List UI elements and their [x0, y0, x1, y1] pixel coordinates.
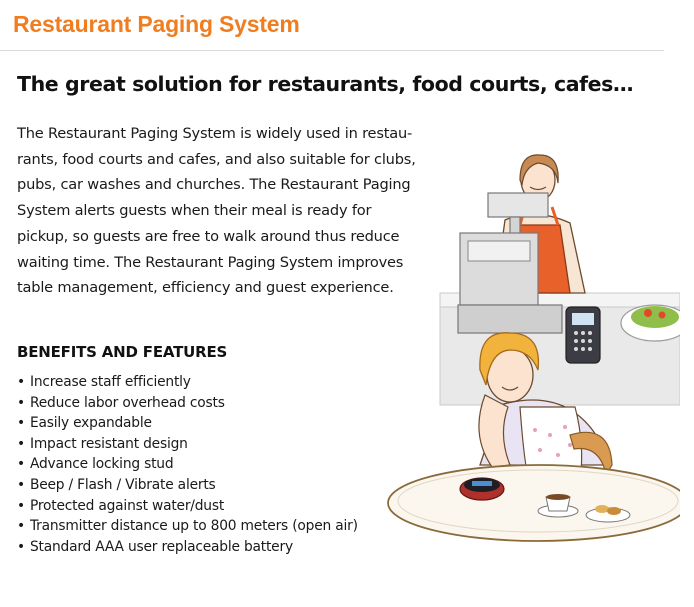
list-item: Reduce labor overhead costs	[17, 393, 358, 414]
salad-plate	[620, 304, 680, 342]
list-item: Protected against water/dust	[17, 496, 358, 517]
page-header: Restaurant Paging System	[0, 0, 664, 51]
list-item: Transmitter distance up to 800 meters (o…	[17, 516, 358, 537]
list-item: Standard AAA user replaceable battery	[17, 537, 358, 558]
intro-line: table management, efficiency and guest e…	[17, 279, 394, 297]
round-table	[387, 464, 680, 542]
intro-line: waiting time. The Restaurant Paging Syst…	[17, 253, 404, 271]
intro-line: pubs, car washes and churches. The Resta…	[17, 176, 411, 194]
intro-line: System alerts guests when their meal is …	[17, 202, 372, 220]
pager-transmitter	[565, 306, 601, 364]
benefits-list: Increase staff efficiently Reduce labor …	[17, 372, 358, 557]
intro-paragraph: The Restaurant Paging System is widely u…	[17, 121, 417, 301]
list-item: Advance locking stud	[17, 454, 358, 475]
list-item: Easily expandable	[17, 413, 358, 434]
intro-line: pickup, so guests are free to walk aroun…	[17, 227, 400, 245]
intro-line: rants, food courts and cafes, and also s…	[17, 150, 416, 168]
list-item: Beep / Flash / Vibrate alerts	[17, 475, 358, 496]
list-item: Impact resistant design	[17, 434, 358, 455]
pager-device-icon	[459, 477, 505, 501]
intro-line: The Restaurant Paging System is widely u…	[17, 125, 413, 142]
pastry-plate	[585, 505, 631, 523]
headline: The great solution for restaurants, food…	[17, 72, 634, 96]
restaurant-paging-illustration	[387, 154, 680, 542]
seated-guest	[478, 332, 609, 481]
page-title: Restaurant Paging System	[13, 11, 300, 37]
coffee-cup-icon	[537, 494, 579, 518]
benefits-heading: BENEFITS AND FEATURES	[17, 343, 228, 361]
list-item: Increase staff efficiently	[17, 372, 358, 393]
